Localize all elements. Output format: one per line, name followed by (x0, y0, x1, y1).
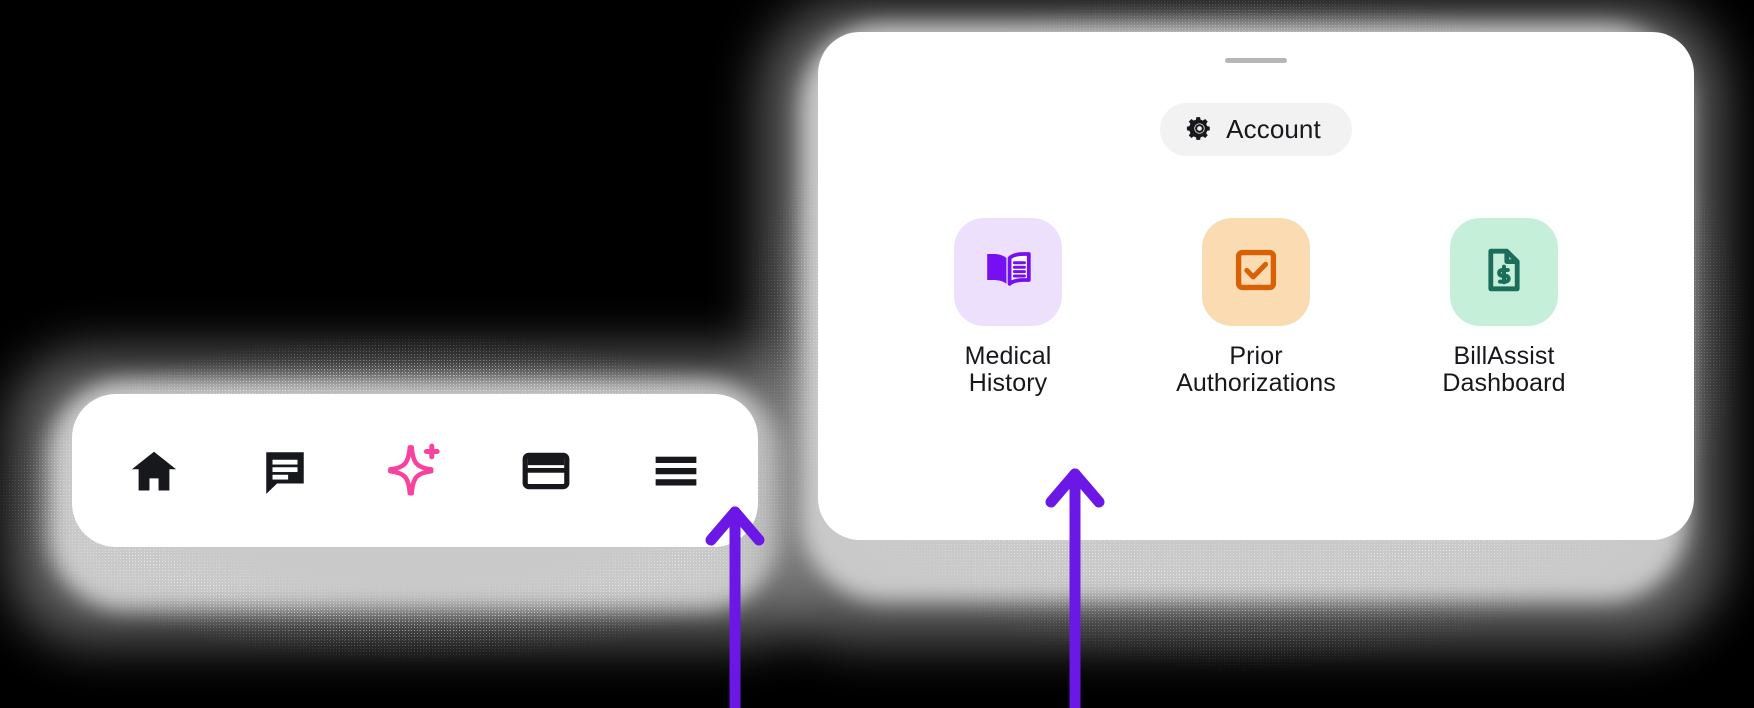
nav-item-menu[interactable] (630, 425, 722, 517)
sparkle-icon (386, 442, 444, 500)
account-button[interactable]: Account (1160, 103, 1352, 156)
medical-history-tile (954, 218, 1062, 326)
nav-item-home[interactable] (108, 425, 200, 517)
document-dollar-icon (1480, 246, 1528, 299)
hamburger-menu-icon (650, 445, 702, 497)
prior-authorizations-tile (1202, 218, 1310, 326)
shortcut-billassist-dashboard[interactable]: BillAssist Dashboard (1414, 218, 1594, 397)
shortcut-billassist-dashboard-label: BillAssist Dashboard (1442, 342, 1566, 397)
bottom-navigation-bar (72, 394, 758, 547)
home-icon (128, 445, 180, 497)
nav-item-messages[interactable] (239, 425, 331, 517)
nav-item-assist[interactable] (369, 425, 461, 517)
shortcut-prior-authorizations[interactable]: Prior Authorizations (1166, 218, 1346, 397)
menu-sheet: Account Medical History (818, 32, 1694, 540)
drag-handle-icon[interactable] (1225, 58, 1287, 63)
shortcut-medical-history[interactable]: Medical History (918, 218, 1098, 397)
credit-card-icon (520, 445, 572, 497)
gear-icon (1186, 115, 1213, 145)
shortcut-grid: Medical History Prior Authorizations (918, 218, 1594, 397)
open-book-icon (982, 244, 1034, 301)
checkbox-checked-icon (1232, 246, 1280, 299)
billassist-dashboard-tile (1450, 218, 1558, 326)
account-button-label: Account (1226, 114, 1321, 144)
nav-item-wallet[interactable] (500, 425, 592, 517)
chat-icon (260, 446, 310, 496)
shortcut-prior-authorizations-label: Prior Authorizations (1176, 342, 1336, 397)
shortcut-medical-history-label: Medical History (964, 342, 1052, 397)
